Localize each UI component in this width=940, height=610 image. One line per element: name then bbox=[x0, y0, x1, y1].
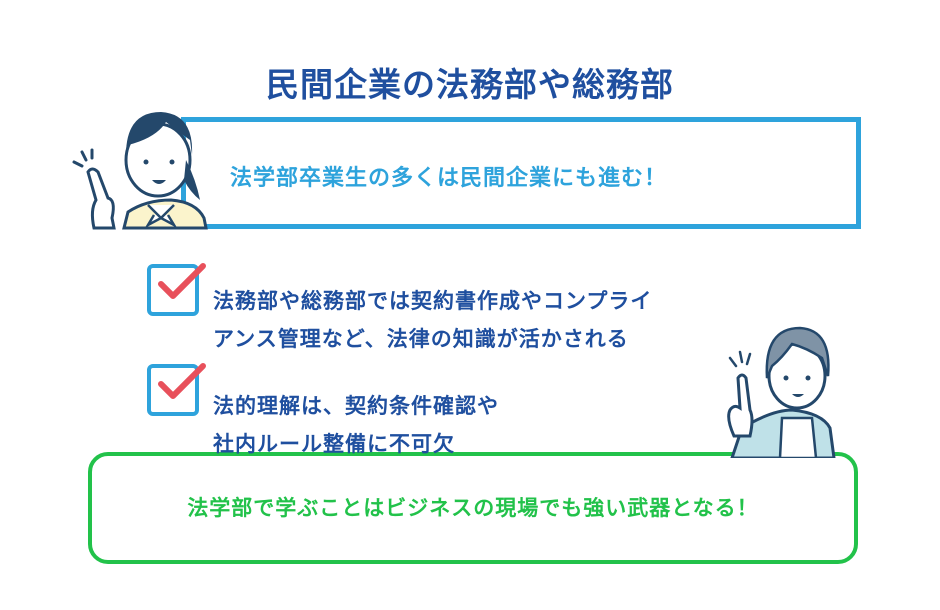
headline-box: 法学部卒業生の多くは民間企業にも進む！ bbox=[181, 117, 861, 229]
point-2-text: 法的理解は、契約条件確認や 社内ルール整備に不可欠 bbox=[213, 387, 499, 463]
conclusion-text: 法学部で学ぶことはビジネスの現場でも強い武器となる！ bbox=[187, 496, 759, 520]
point-1-line-2: アンス管理など、法律の知識が活かされる bbox=[213, 327, 629, 351]
point-2-line-1: 法的理解は、契約条件確認や bbox=[213, 394, 499, 418]
professional-woman-illustration bbox=[727, 326, 836, 458]
conclusion-box: 法学部で学ぶことはビジネスの現場でも強い武器となる！ bbox=[88, 452, 858, 564]
checkbox-checked-icon bbox=[147, 363, 206, 416]
point-1-text: 法務部や総務部では契約書作成やコンプライ アンス管理など、法律の知識が活かされる bbox=[213, 282, 652, 358]
point-2-line-2: 社内ルール整備に不可欠 bbox=[213, 432, 455, 456]
point-1-line-1: 法務部や総務部では契約書作成やコンプライ bbox=[213, 289, 653, 313]
student-illustration bbox=[72, 112, 208, 230]
headline-text: 法学部卒業生の多くは民間企業にも進む！ bbox=[230, 166, 668, 191]
page-title: 民間企業の法務部や総務部 bbox=[266, 65, 674, 104]
checkbox-checked-icon bbox=[147, 263, 206, 316]
